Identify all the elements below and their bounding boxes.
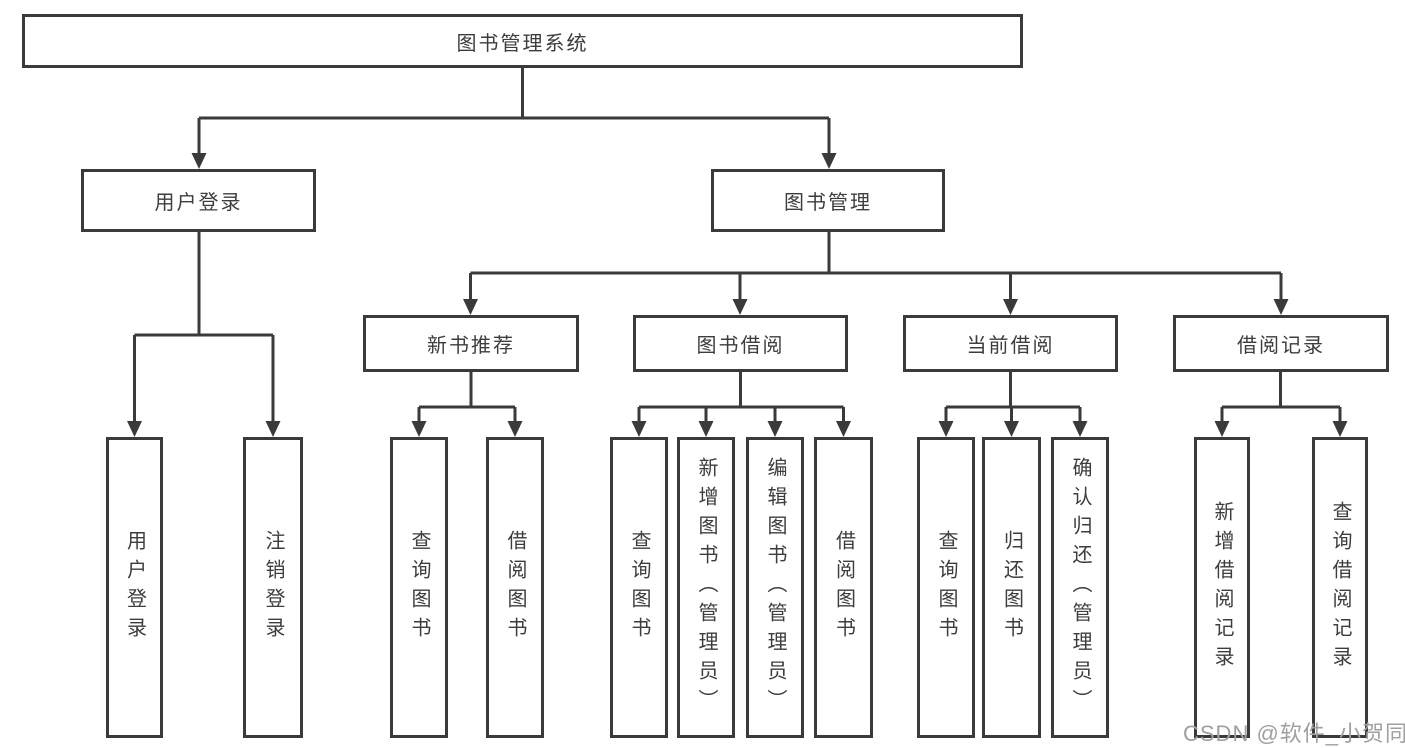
node-book-management-label: 图书管理 <box>784 192 872 214</box>
leaf-query-borrow-record: 查询借阅记录 <box>1312 437 1368 738</box>
leaf-user-login: 用户登录 <box>106 437 163 738</box>
leaf-borrow-borrow-books: 借阅图书 <box>814 437 873 738</box>
leaf-borrow-query-books: 查询图书 <box>610 437 668 738</box>
leaf-logout: 注销登录 <box>243 437 303 738</box>
node-current-borrow-label: 当前借阅 <box>966 335 1055 357</box>
leaf-borrow-borrow-books-label: 借阅图书 <box>832 529 855 646</box>
leaf-current-query-books-label: 查询图书 <box>935 529 957 646</box>
leaf-user-login-label: 用户登录 <box>123 529 146 646</box>
node-book-borrow-label: 图书借阅 <box>696 335 785 357</box>
leaf-add-books-admin: 新增图书（管理员） <box>677 437 735 738</box>
node-library-system: 图书管理系统 <box>22 14 1023 68</box>
node-library-system-label: 图书管理系统 <box>456 32 589 55</box>
leaf-edit-books-admin: 编辑图书（管理员） <box>746 437 804 738</box>
node-current-borrow: 当前借阅 <box>903 315 1118 372</box>
csdn-watermark: CSDN @软件_小贺同学 <box>1183 721 1405 746</box>
node-new-book-recommend: 新书推荐 <box>363 315 579 372</box>
leaf-add-borrow-record-label: 新增借阅记录 <box>1211 500 1233 675</box>
leaf-current-query-books: 查询图书 <box>917 437 975 738</box>
leaf-newbook-query-books: 查询图书 <box>390 437 448 738</box>
node-book-management: 图书管理 <box>711 169 945 232</box>
leaf-newbook-query-books-label: 查询图书 <box>408 529 430 646</box>
node-new-book-recommend-label: 新书推荐 <box>427 335 515 357</box>
leaf-add-books-admin-label: 新增图书（管理员） <box>695 457 717 718</box>
leaf-borrow-query-books-label: 查询图书 <box>628 529 650 646</box>
leaf-return-books: 归还图书 <box>982 437 1041 738</box>
leaf-newbook-borrow-books: 借阅图书 <box>486 437 544 738</box>
leaf-confirm-return-admin-label: 确认归还（管理员） <box>1069 457 1091 718</box>
node-user-login: 用户登录 <box>81 169 316 232</box>
leaf-query-borrow-record-label: 查询借阅记录 <box>1329 500 1351 675</box>
node-borrow-records-label: 借阅记录 <box>1237 335 1325 357</box>
leaf-add-borrow-record: 新增借阅记录 <box>1194 437 1250 738</box>
leaf-confirm-return-admin: 确认归还（管理员） <box>1051 437 1109 738</box>
leaf-newbook-borrow-books-label: 借阅图书 <box>504 529 526 646</box>
leaf-logout-label: 注销登录 <box>262 529 284 646</box>
node-book-borrow: 图书借阅 <box>633 315 848 372</box>
node-user-login-label: 用户登录 <box>154 192 243 214</box>
leaf-return-books-label: 归还图书 <box>1000 529 1023 646</box>
leaf-edit-books-admin-label: 编辑图书（管理员） <box>764 457 786 718</box>
node-borrow-records: 借阅记录 <box>1173 315 1389 372</box>
